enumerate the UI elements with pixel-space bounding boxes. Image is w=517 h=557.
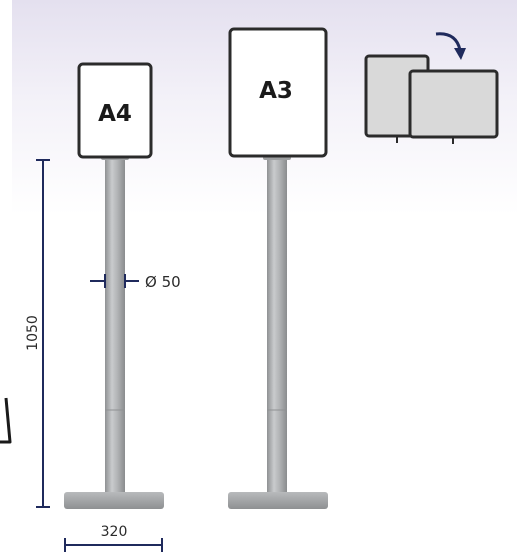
diameter-dimension: Ø 50 bbox=[90, 273, 181, 291]
base-width-dimension: 320 bbox=[64, 524, 163, 552]
base-width-value: 320 bbox=[101, 524, 128, 540]
a4-label: A4 bbox=[98, 101, 132, 127]
a4-base bbox=[64, 492, 164, 509]
portrait-landscape-rotate-icon bbox=[364, 32, 499, 144]
a4-pole bbox=[105, 158, 125, 498]
a3-frame bbox=[228, 27, 328, 158]
height-value: 1050 bbox=[25, 315, 41, 351]
a3-label: A3 bbox=[259, 78, 293, 104]
rotate-arrow-icon bbox=[435, 32, 462, 51]
a3-stand: A3 bbox=[228, 27, 328, 509]
a4-frame bbox=[77, 62, 153, 159]
a4-stand: A4 bbox=[64, 62, 164, 509]
height-dimension: 1050 bbox=[25, 159, 50, 508]
a3-pole bbox=[267, 158, 287, 498]
a3-base bbox=[228, 492, 328, 509]
warning-triangle-edge-icon bbox=[0, 397, 12, 444]
landscape-frame-icon bbox=[408, 69, 499, 139]
diameter-value: Ø 50 bbox=[145, 273, 181, 291]
